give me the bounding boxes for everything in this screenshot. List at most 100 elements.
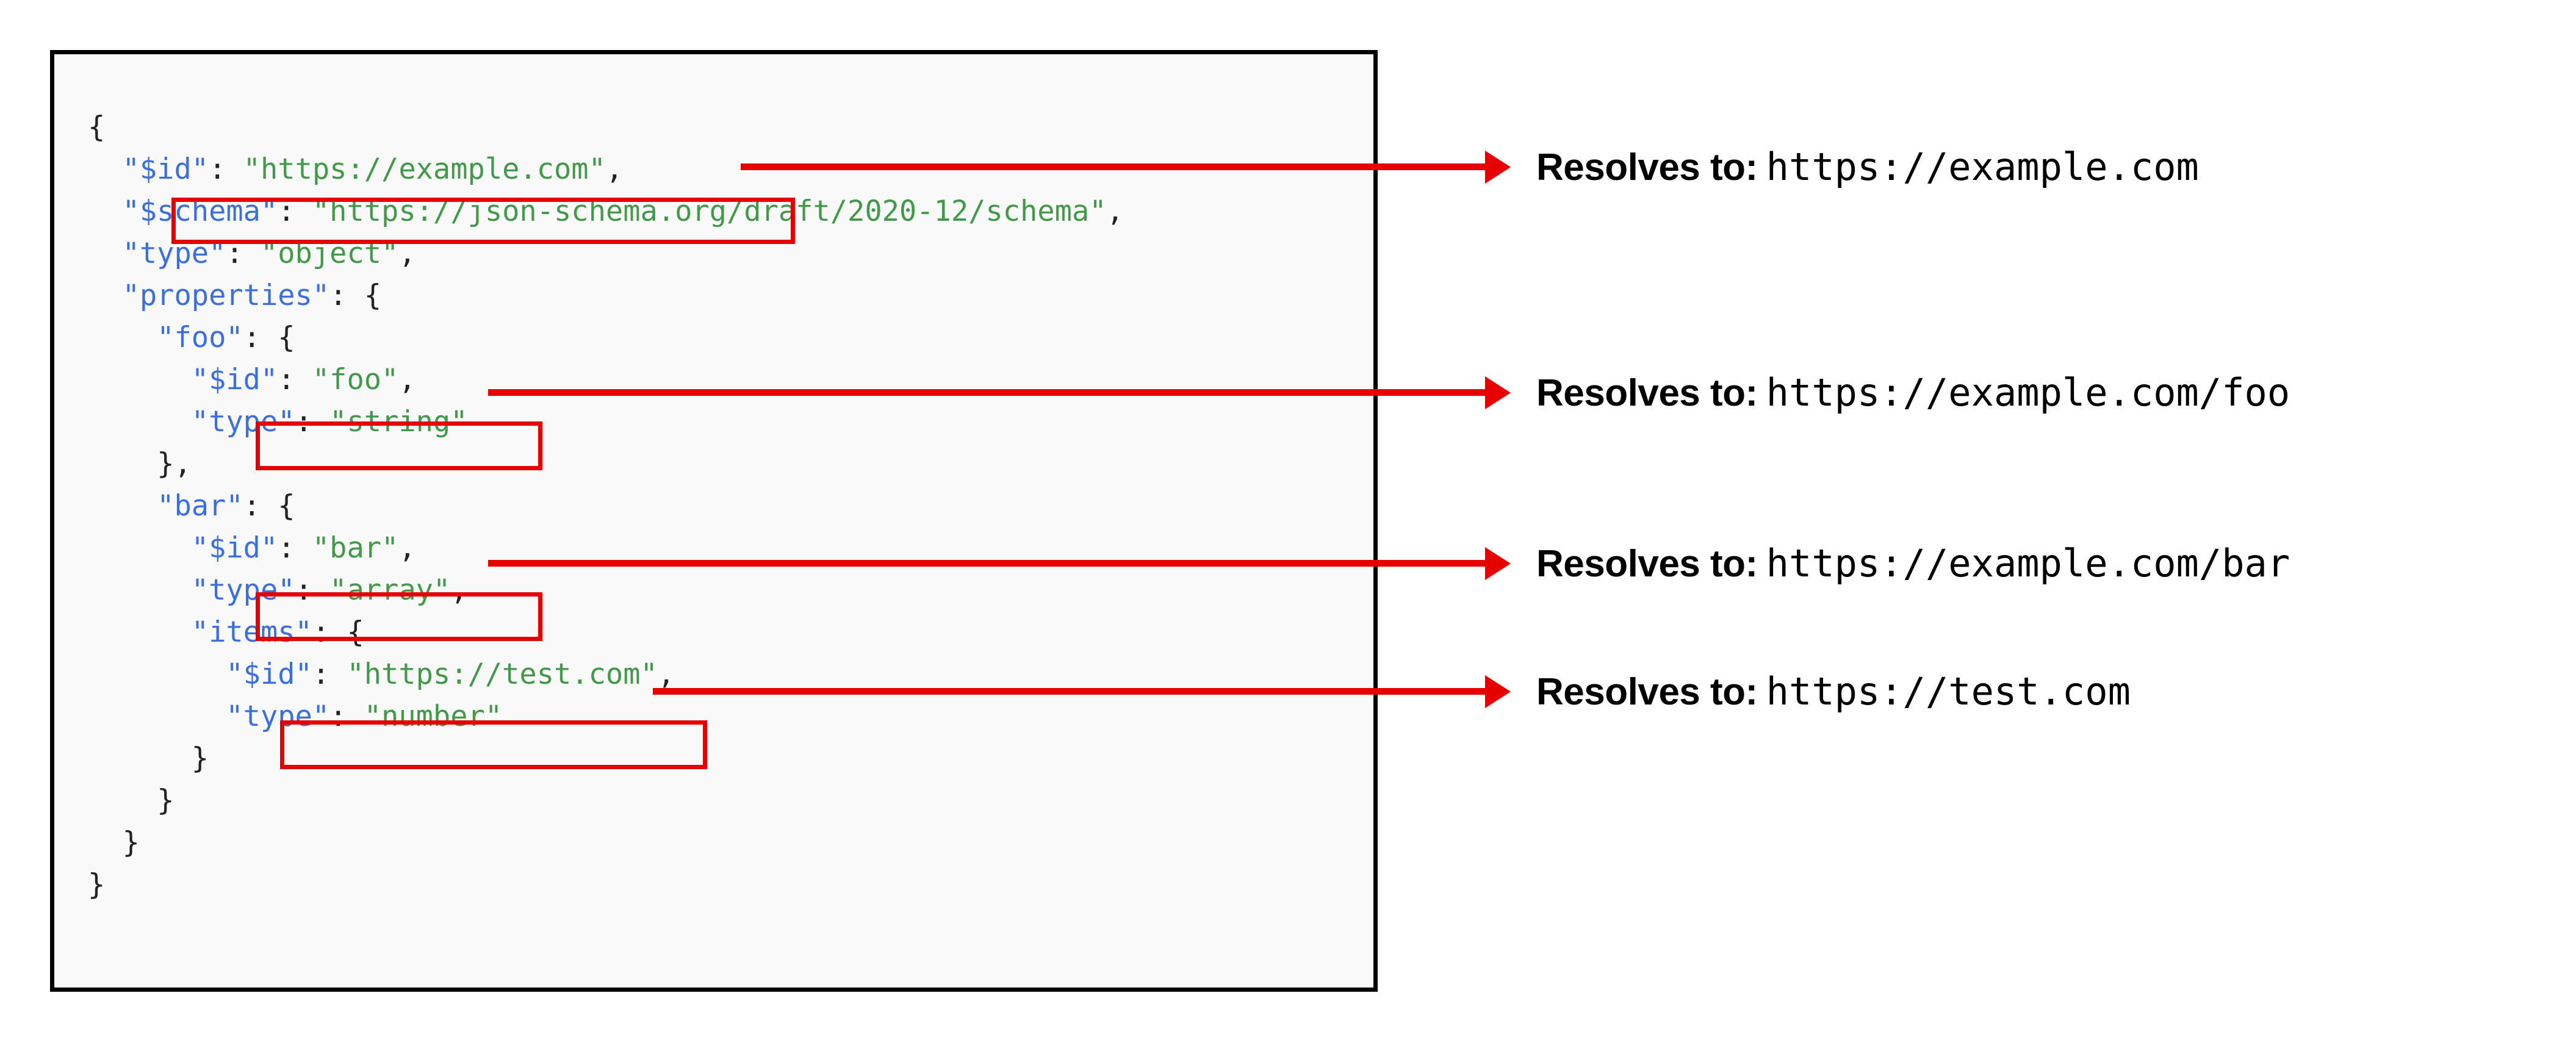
code-token-key: "foo" bbox=[157, 321, 243, 354]
code-indent bbox=[88, 405, 192, 439]
code-line: { bbox=[88, 106, 1124, 148]
code-token-key: "$id" bbox=[226, 658, 312, 691]
arrow-items-head-icon bbox=[1485, 675, 1511, 708]
resolves-to-label: Resolves to: bbox=[1536, 543, 1758, 585]
code-token-punct: : bbox=[278, 363, 312, 396]
code-token-punct: : bbox=[312, 658, 347, 691]
code-token-punct: } bbox=[191, 742, 209, 775]
code-line: } bbox=[88, 822, 1124, 864]
code-token-key: "type" bbox=[191, 405, 295, 439]
code-token-punct: , bbox=[605, 152, 624, 186]
code-line: "type": "string" bbox=[88, 401, 1124, 443]
code-line: }, bbox=[88, 443, 1124, 485]
code-token-key: "$schema" bbox=[122, 195, 278, 228]
code-token-punct: : { bbox=[243, 321, 295, 354]
code-token-str: "bar" bbox=[312, 531, 399, 565]
annotation-items: Resolves to:https://test.com bbox=[1536, 673, 2131, 711]
code-token-punct: }, bbox=[157, 447, 192, 481]
code-line: "type": "number" bbox=[88, 695, 1124, 737]
arrow-root-head-icon bbox=[1485, 151, 1511, 184]
code-token-punct: : bbox=[295, 405, 330, 439]
code-token-punct: : bbox=[278, 531, 312, 565]
code-token-punct: , bbox=[1106, 195, 1124, 228]
code-token-punct: } bbox=[157, 784, 174, 817]
code-indent bbox=[88, 237, 123, 270]
resolves-to-label: Resolves to: bbox=[1536, 372, 1758, 414]
code-token-str: "string" bbox=[329, 405, 468, 439]
code-indent bbox=[88, 784, 157, 817]
json-schema-code-panel: { "$id": "https://example.com", "$schema… bbox=[50, 50, 1378, 992]
resolved-url-value: https://example.com bbox=[1766, 145, 2199, 189]
code-line: } bbox=[88, 864, 1124, 906]
code-line: "$id": "foo", bbox=[88, 359, 1124, 401]
resolves-to-label: Resolves to: bbox=[1536, 146, 1758, 188]
code-token-str: "object" bbox=[260, 237, 399, 270]
code-indent bbox=[88, 615, 192, 649]
code-token-key: "$id" bbox=[191, 363, 278, 396]
code-indent bbox=[88, 826, 123, 859]
json-schema-code-block: { "$id": "https://example.com", "$schema… bbox=[88, 106, 1124, 906]
code-token-key: "$id" bbox=[191, 531, 278, 565]
code-token-punct: , bbox=[657, 658, 675, 691]
arrow-root-shaft bbox=[741, 163, 1485, 170]
code-indent bbox=[88, 742, 192, 775]
code-token-punct: , bbox=[450, 573, 468, 607]
code-token-punct: : { bbox=[243, 489, 295, 523]
code-token-str: "number" bbox=[364, 700, 503, 733]
code-token-str: "https://test.com" bbox=[347, 658, 658, 691]
code-token-punct: } bbox=[88, 868, 106, 901]
code-line: "type": "object", bbox=[88, 232, 1124, 274]
code-line: "$id": "https://test.com", bbox=[88, 653, 1124, 695]
code-token-punct: , bbox=[398, 531, 416, 565]
code-token-punct: : bbox=[295, 573, 330, 607]
code-token-str: "https://json-schema.org/draft/2020-12/s… bbox=[312, 195, 1107, 228]
code-token-key: "type" bbox=[191, 573, 295, 607]
code-token-punct: , bbox=[398, 363, 416, 396]
code-indent bbox=[88, 447, 157, 481]
annotation-bar: Resolves to:https://example.com/bar bbox=[1536, 545, 2290, 583]
code-indent bbox=[88, 658, 226, 691]
code-indent bbox=[88, 195, 123, 228]
code-token-str: "array" bbox=[329, 573, 451, 607]
arrow-foo-shaft bbox=[488, 389, 1485, 396]
arrow-items-shaft bbox=[653, 688, 1485, 695]
code-token-punct: : { bbox=[329, 279, 382, 312]
code-token-punct: } bbox=[122, 826, 140, 859]
code-indent bbox=[88, 279, 123, 312]
code-token-punct: : bbox=[209, 152, 243, 186]
code-token-punct: : bbox=[226, 237, 261, 270]
code-token-key: "bar" bbox=[157, 489, 243, 523]
code-line: "$schema": "https://json-schema.org/draf… bbox=[88, 190, 1124, 232]
code-indent bbox=[88, 573, 192, 607]
code-token-key: "type" bbox=[226, 700, 330, 733]
code-indent bbox=[88, 152, 123, 186]
code-token-punct: { bbox=[88, 110, 106, 144]
code-token-str: "https://example.com" bbox=[243, 152, 606, 186]
code-line: "$id": "bar", bbox=[88, 527, 1124, 569]
code-line: "$id": "https://example.com", bbox=[88, 148, 1124, 190]
code-line: "items": { bbox=[88, 611, 1124, 653]
resolved-url-value: https://test.com bbox=[1766, 669, 2131, 714]
code-token-punct: : bbox=[278, 195, 312, 228]
resolved-url-value: https://example.com/bar bbox=[1766, 541, 2290, 586]
code-line: "foo": { bbox=[88, 317, 1124, 359]
resolves-to-label: Resolves to: bbox=[1536, 671, 1758, 713]
code-indent bbox=[88, 700, 226, 733]
arrow-bar-shaft bbox=[488, 560, 1485, 567]
code-token-str: "foo" bbox=[312, 363, 399, 396]
code-indent bbox=[88, 489, 157, 523]
annotation-foo: Resolves to:https://example.com/foo bbox=[1536, 374, 2290, 412]
annotation-root: Resolves to:https://example.com bbox=[1536, 148, 2199, 187]
code-line: "properties": { bbox=[88, 274, 1124, 317]
code-line: } bbox=[88, 737, 1124, 780]
code-line: "bar": { bbox=[88, 485, 1124, 527]
code-token-punct: : { bbox=[312, 615, 364, 649]
arrow-bar-head-icon bbox=[1485, 547, 1511, 580]
code-token-punct: : bbox=[329, 700, 364, 733]
code-token-key: "$id" bbox=[122, 152, 209, 186]
resolved-url-value: https://example.com/foo bbox=[1766, 370, 2290, 415]
code-token-key: "items" bbox=[191, 615, 312, 649]
code-token-key: "properties" bbox=[122, 279, 330, 312]
code-token-punct: , bbox=[398, 237, 416, 270]
arrow-foo-head-icon bbox=[1485, 376, 1511, 409]
